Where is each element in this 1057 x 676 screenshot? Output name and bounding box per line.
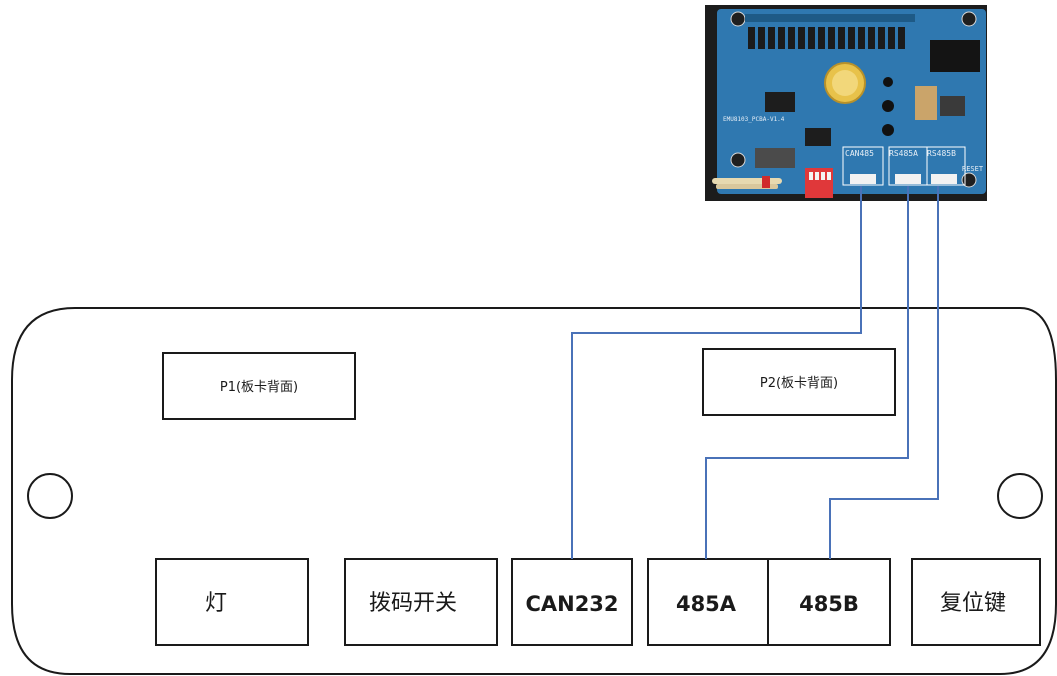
pcb-board-photo: EMU8103_PCBA-V1.4 CAN485 RS485A bbox=[705, 5, 987, 201]
mount-hole-left bbox=[27, 473, 73, 519]
pcb-connector bbox=[755, 148, 795, 168]
connector-lamp: 灯 bbox=[155, 558, 309, 646]
pcb-relay bbox=[930, 40, 980, 72]
connector-box bbox=[155, 558, 309, 646]
pcb-hole bbox=[882, 100, 894, 112]
pcb-resistor bbox=[828, 27, 835, 49]
connector-label-485b: 485B bbox=[799, 592, 859, 616]
dip-switch-levers bbox=[809, 172, 831, 180]
pcb-resistor bbox=[838, 27, 845, 49]
p1-box bbox=[162, 352, 356, 420]
pcb-port-rs485b: RS485B bbox=[926, 146, 966, 186]
p2-box bbox=[702, 348, 896, 416]
pcb-resistor bbox=[898, 27, 905, 49]
port-label: RS485A bbox=[889, 149, 918, 158]
port-label: CAN485 bbox=[845, 149, 874, 158]
pcb-chip bbox=[940, 96, 965, 116]
connector-485a: 485A bbox=[647, 558, 769, 646]
pcb-resistor bbox=[878, 27, 885, 49]
pcb-resistor bbox=[888, 27, 895, 49]
pcb-resistor bbox=[818, 27, 825, 49]
pcb-resistor bbox=[758, 27, 765, 49]
pcb-chip bbox=[765, 92, 795, 112]
connector-485b: 485B bbox=[767, 558, 891, 646]
pcb-resistor bbox=[858, 27, 865, 49]
p2-region: P2(板卡背面) bbox=[702, 348, 896, 416]
pcb-hole bbox=[883, 77, 893, 87]
pcb-resistor bbox=[808, 27, 815, 49]
pcb-resistor bbox=[768, 27, 775, 49]
pcb-pin-header bbox=[745, 14, 915, 22]
pcb-resistor bbox=[848, 27, 855, 49]
port-label-reset: RESET bbox=[962, 165, 984, 173]
connector-label-can232: CAN232 bbox=[525, 592, 618, 616]
pcb-chip bbox=[805, 128, 831, 146]
port-label: RS485B bbox=[927, 149, 956, 158]
connector-box bbox=[911, 558, 1041, 646]
connector-reset: 复位键 bbox=[911, 558, 1041, 646]
pcb-hole bbox=[882, 124, 894, 136]
pcb-port-can485: CAN485 bbox=[842, 146, 884, 186]
connector-box bbox=[344, 558, 498, 646]
pcb-resistor bbox=[868, 27, 875, 49]
connector-box bbox=[767, 558, 891, 646]
connector-label-dip-switch: 拨码开关 bbox=[369, 591, 457, 616]
connector-label-lamp: 灯 bbox=[205, 591, 227, 616]
pcb-resistor bbox=[748, 27, 755, 49]
pcb-screw-hole bbox=[730, 152, 746, 168]
pcb-screw-hole bbox=[730, 11, 746, 27]
wire-rs485a-to-485a bbox=[705, 186, 909, 559]
wire-rs485b-to-485b bbox=[829, 186, 939, 559]
pcb-resistor bbox=[788, 27, 795, 49]
coin-cell-face bbox=[832, 70, 858, 96]
pcb-resistor-row bbox=[748, 27, 905, 49]
connector-box bbox=[647, 558, 769, 646]
connector-can232: CAN232 bbox=[511, 558, 633, 646]
p1-region: P1(板卡背面) bbox=[162, 352, 356, 420]
connector-label-reset: 复位键 bbox=[940, 591, 1006, 616]
pcb-resistor bbox=[778, 27, 785, 49]
p1-label: P1(板卡背面) bbox=[220, 380, 298, 395]
connector-label-485a: 485A bbox=[676, 592, 737, 616]
mount-hole-right bbox=[997, 473, 1043, 519]
connector-dip-switch: 拨码开关 bbox=[344, 558, 498, 646]
p2-label: P2(板卡背面) bbox=[760, 376, 838, 391]
pcb-silkscreen-model: EMU8103_PCBA-V1.4 bbox=[723, 116, 785, 123]
pcb-resistor bbox=[798, 27, 805, 49]
led-lamp-leads bbox=[712, 176, 782, 189]
wire-can485-to-can232 bbox=[571, 186, 862, 559]
pcb-capacitor bbox=[915, 86, 937, 120]
pcb-screw-hole bbox=[961, 11, 977, 27]
